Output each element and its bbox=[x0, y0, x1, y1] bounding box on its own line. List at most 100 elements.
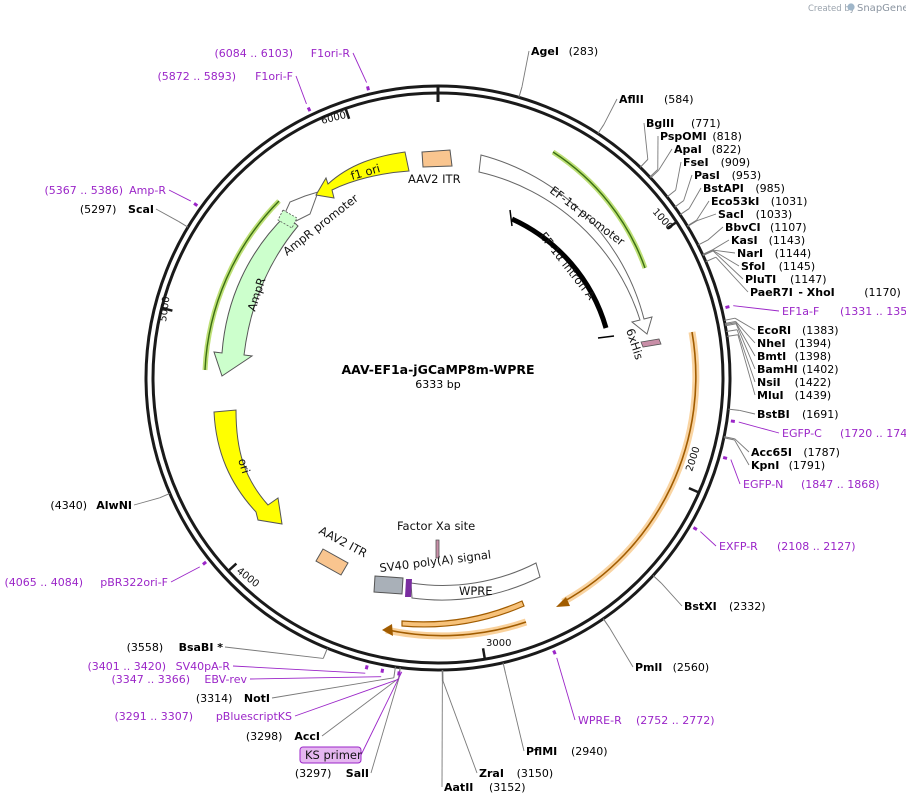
primer-site: WPRE-R(2752 .. 2772) bbox=[552, 649, 715, 727]
restriction-site: BsaBI *(3558) bbox=[127, 641, 328, 659]
restriction-site: AccI(3298) bbox=[246, 667, 401, 743]
site-stub bbox=[724, 320, 736, 324]
primer-mark bbox=[397, 671, 401, 676]
restriction-site: PmlI(2560) bbox=[602, 618, 709, 674]
primer-leader bbox=[294, 678, 399, 717]
feature-label: f1 ori bbox=[349, 161, 382, 183]
primer-range: (1720 .. 1741) bbox=[840, 427, 906, 440]
site-stub bbox=[697, 239, 709, 246]
site-stub bbox=[726, 329, 738, 332]
feature-label: 6xHis bbox=[623, 327, 646, 362]
site-stub bbox=[639, 159, 649, 168]
primer-name: EGFP-N bbox=[743, 478, 783, 491]
site-name: BamHI bbox=[757, 363, 798, 376]
primer-mark bbox=[692, 526, 698, 531]
primer-mark bbox=[364, 665, 369, 670]
site-name: AccI bbox=[294, 730, 320, 743]
restriction-site: PflMI(2940) bbox=[502, 662, 608, 758]
feature-ampr-promoter: AmpR promoter bbox=[277, 191, 361, 258]
site-name: AflII bbox=[619, 93, 644, 106]
primer-leader bbox=[232, 665, 366, 674]
primer-range: (1331 .. 1351) bbox=[840, 305, 906, 318]
site-position: (283) bbox=[569, 45, 599, 58]
primer-leader bbox=[733, 305, 780, 312]
site-position: (1383) bbox=[802, 324, 839, 337]
restriction-site: FseI(909) bbox=[666, 156, 750, 198]
primer-name: EGFP-C bbox=[782, 427, 822, 440]
site-name: SalI bbox=[346, 767, 369, 780]
primer-mark bbox=[722, 455, 728, 460]
site-stub bbox=[723, 436, 735, 440]
restriction-site: NsiI(1422) bbox=[726, 329, 831, 389]
site-stub bbox=[178, 221, 189, 228]
restriction-site: NheI(1394) bbox=[724, 320, 832, 350]
snapgene-logo-icon bbox=[847, 3, 855, 11]
site-name: NsiI bbox=[757, 376, 781, 389]
site-name: Eco53kI bbox=[711, 195, 759, 208]
ks-primer-box: KS primer bbox=[299, 746, 362, 764]
site-stub bbox=[502, 662, 507, 674]
restriction-site: SfoI(1145) bbox=[702, 249, 815, 273]
site-stub bbox=[686, 219, 697, 227]
site-leader bbox=[321, 678, 399, 737]
feature-ampr: AmpR bbox=[213, 214, 299, 377]
restriction-site: SalI (3297) bbox=[295, 667, 401, 780]
site-name: ZraI bbox=[479, 767, 504, 780]
site-stub bbox=[726, 334, 738, 337]
ef1a-highlight-core bbox=[552, 151, 646, 269]
ks-primer-label: KS primer bbox=[305, 748, 362, 762]
primer-name: pBR322ori-F bbox=[100, 576, 168, 589]
restriction-site: PasI(953) bbox=[674, 169, 761, 208]
primer-name: EXFP-R bbox=[719, 540, 758, 553]
site-name: ScaI bbox=[128, 203, 154, 216]
site-position: (4340) bbox=[50, 499, 87, 512]
site-position: (2940) bbox=[571, 745, 608, 758]
feature-jgcamp8m bbox=[382, 331, 700, 640]
site-leader bbox=[735, 321, 756, 344]
site-position: (3297) bbox=[295, 767, 332, 780]
primer-site: EBV-rev(3347 .. 3366) bbox=[111, 668, 385, 686]
restriction-site: AgeI(283) bbox=[518, 45, 599, 98]
ks-primer-leader bbox=[360, 671, 403, 756]
site-name: KpnI bbox=[751, 459, 779, 472]
feature-factor-xa-site: Factor Xa site bbox=[397, 519, 475, 559]
primer-mark bbox=[193, 202, 199, 207]
restriction-site: BmtI(1398) bbox=[724, 322, 831, 363]
site-stub bbox=[679, 208, 690, 216]
feature-label: Factor Xa site bbox=[397, 519, 475, 533]
site-name: PaeR7I bbox=[750, 286, 793, 299]
primer-leader bbox=[352, 52, 367, 83]
site-position: (1144) bbox=[775, 247, 812, 260]
site-position: (1439) bbox=[795, 389, 832, 402]
site-leader bbox=[737, 334, 756, 396]
restriction-site: ApaI(822) bbox=[650, 143, 741, 179]
site-position: (1031) bbox=[771, 195, 808, 208]
restriction-site: BstXI(2332) bbox=[652, 575, 766, 613]
primer-name: Amp-R bbox=[129, 184, 166, 197]
ampr-highlight-core bbox=[204, 200, 280, 371]
site-leader bbox=[658, 148, 673, 171]
primer-mark bbox=[552, 649, 557, 655]
restriction-site: BamHI (1402) bbox=[725, 323, 839, 376]
primer-leader bbox=[249, 676, 382, 680]
site-position: (1033) bbox=[756, 208, 793, 221]
site-name: AlwNI bbox=[96, 499, 132, 512]
site-stub bbox=[602, 618, 610, 629]
primer-leader bbox=[700, 531, 717, 547]
site-name: NotI bbox=[244, 692, 270, 705]
primer-site: EXFP-R(2108 .. 2127) bbox=[692, 526, 856, 553]
site-leader bbox=[696, 213, 717, 222]
feature-wpre: WPRE bbox=[410, 562, 541, 601]
site-name: BmtI bbox=[757, 350, 786, 363]
primer-leader bbox=[730, 459, 741, 485]
site-position: (1394) bbox=[795, 337, 832, 350]
primer-name: pBluescriptKS bbox=[216, 710, 292, 723]
feature-label: ori bbox=[235, 457, 253, 476]
site-name: AatII bbox=[444, 781, 473, 794]
site-stub bbox=[687, 220, 698, 227]
primer-site: EF1a-F(1331 .. 1351) bbox=[725, 305, 906, 318]
restriction-site: ScaI(5297) bbox=[80, 203, 189, 228]
feature-label: WPRE bbox=[459, 584, 493, 598]
site-position: (1402) bbox=[802, 363, 839, 376]
primer-range: (3291 .. 3307) bbox=[114, 710, 193, 723]
